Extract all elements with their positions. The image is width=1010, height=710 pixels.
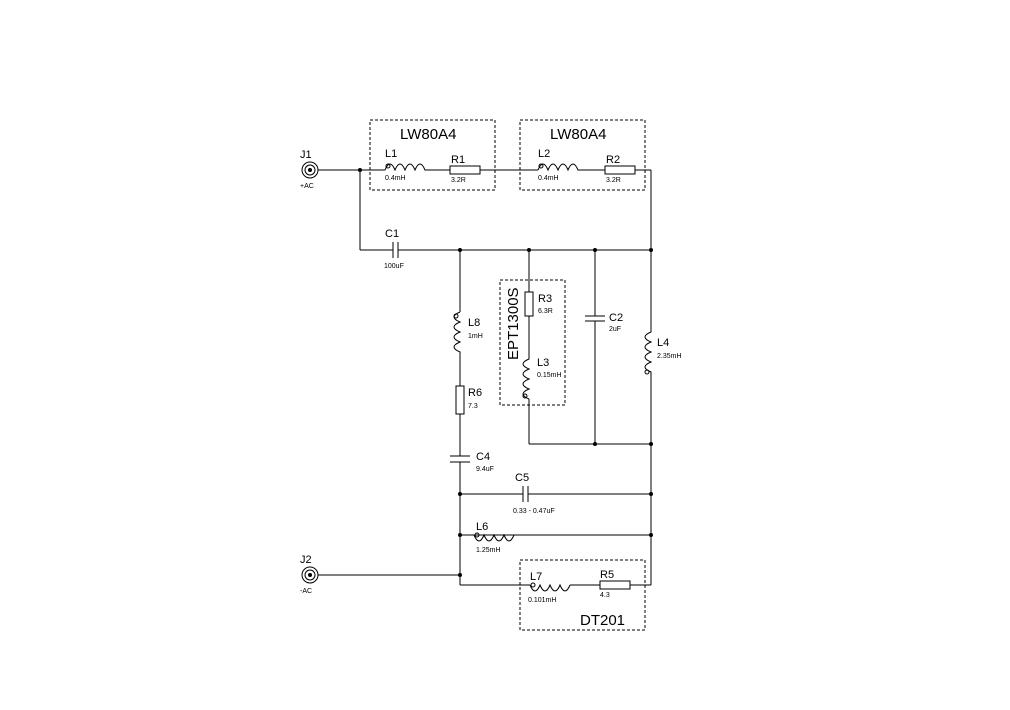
component-value: 3.2R xyxy=(606,177,621,184)
component-ref: R3 xyxy=(538,293,552,305)
capacitor-c2[interactable]: C2 2uF xyxy=(585,312,623,333)
module-lw80a4-left: LW80A4 xyxy=(369,119,496,191)
wires xyxy=(318,169,652,586)
inductor-l1[interactable]: L1 0.4mH xyxy=(384,148,427,182)
polarity-dot xyxy=(385,163,391,169)
component-ref: L2 xyxy=(538,148,550,160)
inductor-l4[interactable]: L4 2.35mH xyxy=(644,330,682,377)
resistor-r6[interactable]: R6 7.3 xyxy=(455,385,482,415)
component-ref: C4 xyxy=(476,451,490,463)
component-ref: L8 xyxy=(468,317,480,329)
junctions xyxy=(358,168,653,577)
component-value: 2uF xyxy=(609,326,621,333)
component-value: 6.3R xyxy=(538,308,553,315)
component-ref: R5 xyxy=(600,569,614,581)
polarity-dot xyxy=(522,393,528,399)
polarity-dot xyxy=(474,532,480,538)
component-value: 3.2R xyxy=(451,177,466,184)
junction-dot xyxy=(649,492,653,496)
component-value: 0.33 - 0.47uF xyxy=(513,508,555,515)
inductor-l8[interactable]: L8 1mH xyxy=(453,311,483,358)
capacitor-c4[interactable]: C4 9.4uF xyxy=(450,451,494,473)
component-ref: C5 xyxy=(515,472,529,484)
component-value: 0.101mH xyxy=(528,597,556,604)
component-ref: L1 xyxy=(385,148,397,160)
jack-j1[interactable]: J1 +AC xyxy=(300,149,319,190)
jack-label: -AC xyxy=(300,588,312,595)
component-ref: L3 xyxy=(537,357,549,369)
jack-pin xyxy=(308,168,312,172)
junction-dot xyxy=(649,442,653,446)
component-value: 9.4uF xyxy=(476,466,494,473)
junction-dot xyxy=(458,573,462,577)
jack-j2[interactable]: J2 -AC xyxy=(300,554,319,595)
component-ref: C1 xyxy=(385,228,399,240)
component-value: 7.3 xyxy=(468,403,478,410)
module-ept1300s: EPT1300S xyxy=(499,279,566,406)
junction-dot xyxy=(527,248,531,252)
component-ref: R6 xyxy=(468,387,482,399)
component-ref: L4 xyxy=(657,337,669,349)
module-label: LW80A4 xyxy=(550,126,606,143)
junction-dot xyxy=(458,248,462,252)
capacitor-c1[interactable]: C1 100uF xyxy=(384,228,404,270)
inductor-l7[interactable]: L7 0.101mH xyxy=(528,571,571,604)
jack-label: +AC xyxy=(300,183,314,190)
module-label: DT201 xyxy=(580,612,625,629)
component-value: 1mH xyxy=(468,333,483,340)
module-label: LW80A4 xyxy=(400,126,456,143)
inductor-l3[interactable]: L3 0.15mH xyxy=(522,356,562,400)
junction-dot xyxy=(358,168,362,172)
component-value: 4.3 xyxy=(600,592,610,599)
resistor-r3[interactable]: R3 6.3R xyxy=(524,291,553,317)
component-ref: L7 xyxy=(530,571,542,583)
jack-ref: J1 xyxy=(300,149,312,161)
component-value: 0.4mH xyxy=(385,175,406,182)
jack-ref: J2 xyxy=(300,554,312,566)
component-ref: R2 xyxy=(606,154,620,166)
polarity-dot xyxy=(538,163,544,169)
component-value: 100uF xyxy=(384,263,404,270)
junction-dot xyxy=(458,533,462,537)
junction-dot xyxy=(458,492,462,496)
module-dt201: DT201 xyxy=(519,559,646,631)
module-lw80a4-right: LW80A4 xyxy=(519,119,646,191)
module-label: EPT1300S xyxy=(505,287,522,360)
component-value: 0.15mH xyxy=(537,372,562,379)
component-value: 0.4mH xyxy=(538,175,559,182)
component-ref: R1 xyxy=(451,154,465,166)
jack-pin xyxy=(308,573,312,577)
junction-dot xyxy=(593,442,597,446)
capacitor-c5[interactable]: C5 0.33 - 0.47uF xyxy=(513,472,555,515)
inductor-l6[interactable]: L6 1.25mH xyxy=(473,521,515,554)
resistor-r2[interactable]: R2 3.2R xyxy=(604,154,636,184)
polarity-dot xyxy=(530,582,536,588)
junction-dot xyxy=(649,533,653,537)
resistor-r5[interactable]: R5 4.3 xyxy=(599,569,631,599)
resistor-r1[interactable]: R1 3.2R xyxy=(449,154,481,184)
junction-dot xyxy=(649,248,653,252)
component-ref: C2 xyxy=(609,312,623,324)
component-value: 1.25mH xyxy=(476,547,501,554)
component-ref: L6 xyxy=(476,521,488,533)
junction-dot xyxy=(593,248,597,252)
component-value: 2.35mH xyxy=(657,353,682,360)
inductor-l2[interactable]: L2 0.4mH xyxy=(537,148,580,182)
